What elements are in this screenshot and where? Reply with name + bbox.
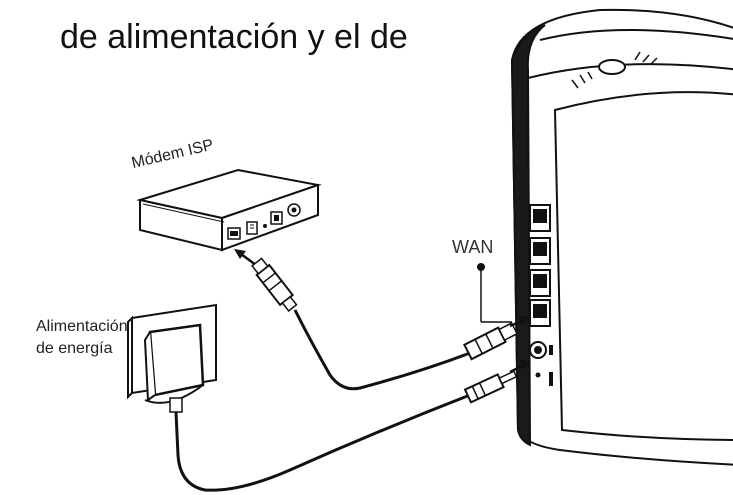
power-label-line-2: de energía — [36, 340, 113, 357]
power-cable — [174, 360, 531, 492]
power-adapter-illustration — [127, 303, 217, 413]
wan-callout — [477, 263, 512, 323]
insert-arrow-icon — [234, 249, 257, 267]
ethernet-cable — [251, 257, 530, 391]
power-label: Alimentación de energía — [36, 316, 128, 360]
wan-label: WAN — [452, 237, 494, 257]
power-label-line-1: Alimentación — [36, 318, 128, 335]
router-illustration — [510, 8, 733, 466]
isp-modem-illustration — [136, 168, 322, 252]
page-heading: de alimentación y el de — [60, 18, 408, 56]
